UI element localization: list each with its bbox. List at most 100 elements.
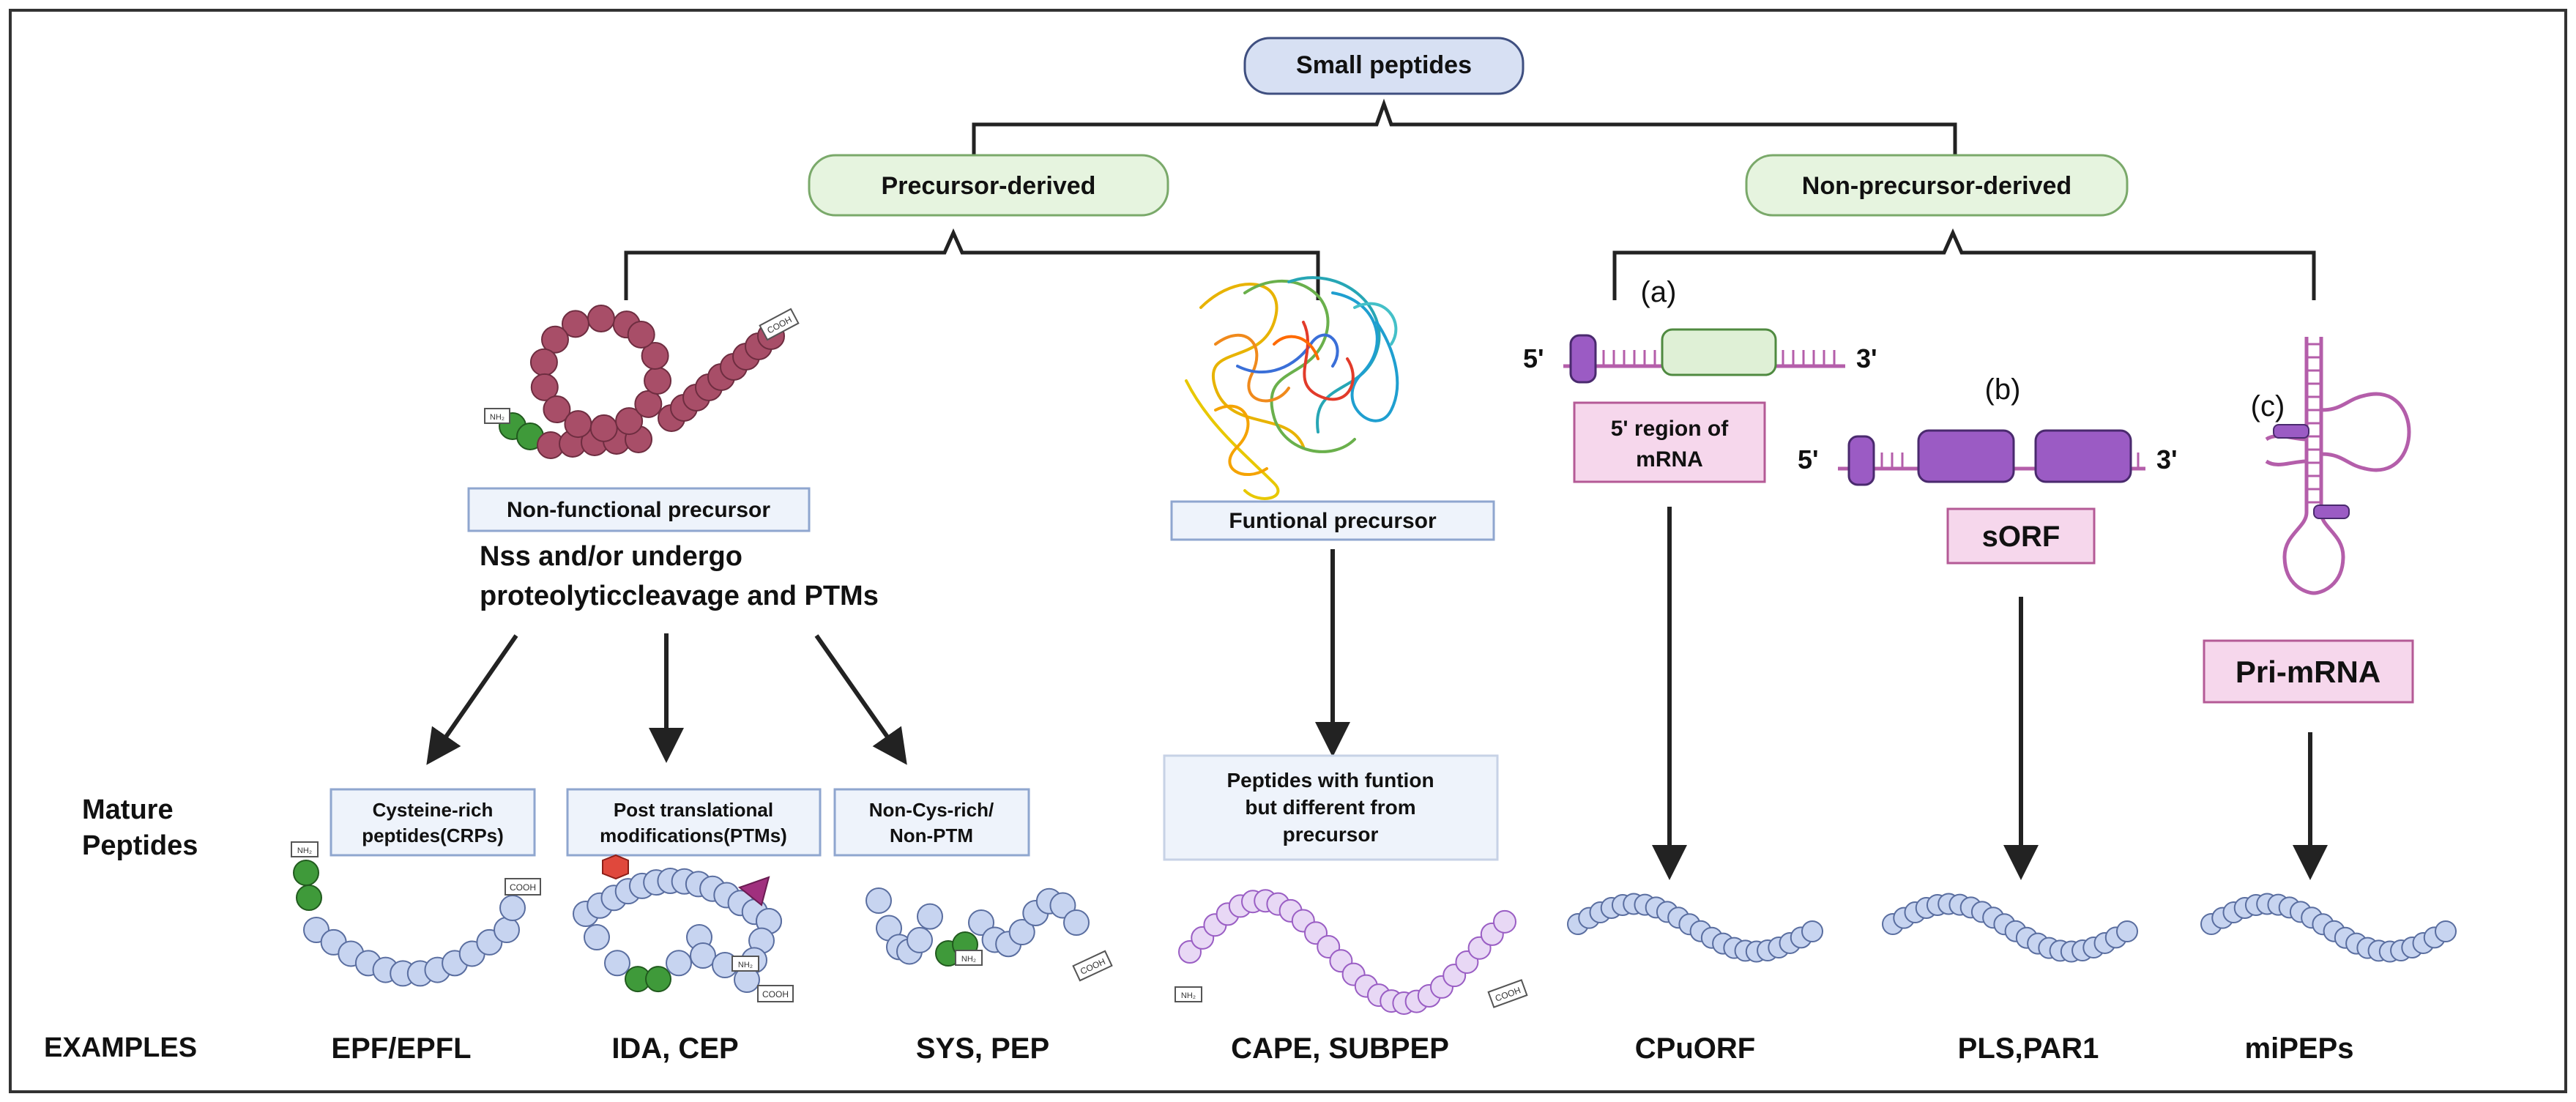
peptide-bead	[917, 903, 943, 930]
root-box	[1243, 37, 1525, 95]
peptide-bead	[1008, 919, 1035, 946]
panel-b-orf-1	[1917, 429, 2015, 483]
non-precursor-brace	[1612, 228, 2316, 300]
panel-a-cap	[1569, 334, 1597, 384]
ptm-label-line2: modifications(PTMs)	[600, 824, 787, 846]
panel-a-mrna-ticks	[1602, 350, 1836, 366]
panel-b-label-box	[1946, 507, 2096, 565]
non-precursor-branch-label: Non-precursor-derived	[1802, 172, 2071, 200]
noncys-tag-n	[955, 950, 983, 966]
functional-precursor-label: Funtional precursor	[1229, 509, 1437, 533]
precursor-bead	[541, 325, 570, 354]
crp-tag-n	[291, 841, 319, 857]
peptide-bead	[604, 950, 630, 977]
functional-diff-peptide-chain	[1178, 889, 1516, 1015]
panel-c-label-box	[2203, 639, 2414, 704]
panel-a-marker: (a)	[1641, 276, 1677, 308]
panel-b-three-prime: 3'	[2156, 444, 2178, 474]
panel-c-label: Pri-mRNA	[2236, 655, 2380, 689]
precursor-branch-label: Precursor-derived	[882, 172, 1096, 200]
noncys-tag-n-text: NH₂	[961, 955, 976, 964]
ptm-tag-n-text: NH₂	[738, 961, 753, 969]
noncys-label-box	[833, 788, 1030, 857]
non-functional-description-line2: proteolyticcleavage and PTMs	[480, 581, 879, 611]
noncys-label-line1: Non-Cys-rich/	[869, 799, 994, 821]
functional-diff-label-line3: precursor	[1283, 823, 1379, 846]
pri-mrna-orf-1	[2273, 424, 2309, 439]
functional-diff-tag-c	[1487, 979, 1528, 1008]
peptide-bead	[866, 887, 892, 914]
peptide-bead	[293, 860, 319, 886]
peptide-bead	[296, 885, 322, 911]
ptm-peptide-chain	[573, 867, 782, 993]
panel-a-label-line1: 5' region of	[1611, 417, 1729, 441]
precursor-bead	[634, 390, 663, 418]
example-mipep: miPEPs	[2245, 1032, 2354, 1065]
functional-diff-tag-n	[1175, 986, 1202, 1002]
peptide-bead	[1493, 909, 1516, 934]
arrow-to-crp	[426, 634, 518, 765]
ptm-tag-c	[757, 985, 794, 1002]
noncys-tag-c	[1072, 950, 1113, 982]
precursor-bead	[529, 348, 558, 376]
precursor-bead	[543, 395, 571, 424]
precursor-bead	[564, 410, 592, 439]
precursor-bead	[589, 414, 618, 442]
example-ida: IDA, CEP	[611, 1032, 738, 1065]
precursor-bead	[627, 320, 655, 349]
functional-precursor-ribbon	[1185, 276, 1399, 500]
peptide-bead	[690, 942, 716, 969]
example-epf: EPF/EPFL	[331, 1032, 471, 1065]
mipep-peptide-chain	[2200, 893, 2457, 963]
precursor-bead	[641, 341, 669, 370]
peptide-bead	[2116, 920, 2138, 942]
cpuorf-peptide-chain	[1567, 893, 1823, 963]
peptide-bead	[645, 966, 671, 993]
precursor-tag-n	[484, 408, 510, 424]
peptide-bead	[907, 926, 933, 953]
example-pls: PLS,PAR1	[1958, 1032, 2099, 1065]
precursor-branch-box	[808, 154, 1169, 217]
mature-row-label-line1: Mature	[82, 794, 174, 825]
peptide-bead	[494, 917, 520, 943]
noncys-label-line2: Non-PTM	[890, 824, 973, 846]
non-functional-description-line1: Nss and/or undergo	[480, 541, 742, 572]
panel-b-label: sORF	[1982, 521, 2061, 553]
panel-b-cap	[1847, 435, 1875, 486]
ptm-label-box	[566, 788, 822, 857]
crp-peptide-chain	[293, 860, 526, 987]
crp-label-box	[330, 788, 536, 857]
peptide-bead	[666, 950, 692, 977]
panel-c-marker: (c)	[2251, 390, 2285, 422]
example-cape: CAPE, SUBPEP	[1231, 1032, 1449, 1065]
ptm-modification-triangle	[737, 876, 770, 906]
crp-tag-c-text: COOH	[510, 882, 536, 893]
peptide-bead	[968, 909, 994, 936]
precursor-brace	[624, 228, 1320, 300]
non-functional-precursor-box	[467, 487, 811, 532]
crp-label-line1: Cysteine-rich	[373, 799, 494, 821]
non-precursor-branch-box	[1745, 154, 2129, 217]
precursor-bead	[561, 310, 589, 338]
crp-tag-n-text: NH₂	[297, 846, 312, 855]
panel-b-marker: (b)	[1985, 373, 2021, 406]
functional-diff-label-box	[1163, 754, 1499, 861]
noncys-peptide-chain	[866, 887, 1090, 967]
example-sys: SYS, PEP	[916, 1032, 1049, 1065]
root-brace	[972, 98, 1957, 165]
peptide-bead	[499, 895, 526, 921]
pls-peptide-chain	[1882, 893, 2138, 963]
panel-b-five-prime: 5'	[1798, 444, 1819, 474]
precursor-bead	[530, 373, 559, 401]
precursor-bead	[644, 366, 672, 395]
mature-row-label-line2: Peptides	[82, 830, 198, 861]
ptm-tag-n	[732, 956, 759, 972]
panel-b-orf-2	[2034, 429, 2132, 483]
peptide-bead	[1801, 920, 1823, 942]
panel-a-three-prime: 3'	[1856, 343, 1877, 373]
panel-b-mrna-ticks	[1880, 453, 2140, 469]
peptide-bead	[1049, 892, 1076, 919]
examples-row-label: EXAMPLES	[44, 1032, 197, 1063]
ptm-modification-hexagon	[602, 854, 629, 880]
